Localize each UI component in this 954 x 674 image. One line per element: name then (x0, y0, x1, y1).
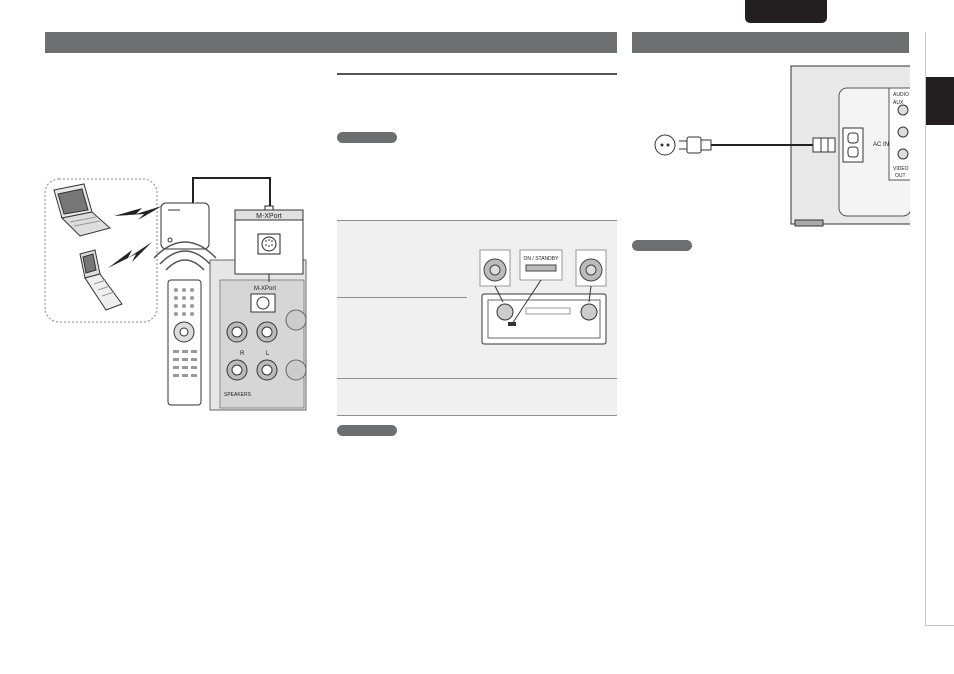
power-plug-icon (679, 136, 712, 154)
wireless-signal-icon (108, 242, 152, 268)
chapter-tab-2-active[interactable] (926, 77, 954, 126)
chapter-tab-8[interactable] (926, 377, 954, 426)
front-panel-illustration: ON / STANDBY (479, 249, 607, 345)
svg-text:VIDEO: VIDEO (893, 166, 909, 172)
note-pill-1 (337, 132, 397, 143)
remote-signal-icon (153, 241, 217, 271)
chapter-tab-6[interactable] (926, 287, 954, 333)
language-tab[interactable] (745, 0, 827, 23)
section-header-left (45, 32, 617, 53)
standby-button-icon (525, 264, 557, 272)
section-header-right (632, 32, 909, 53)
chapter-tab-9[interactable] (926, 425, 954, 474)
chapter-tabs (925, 32, 954, 626)
mxport-connection-illustration: M-XPort M-XPort R L SPEAKERS (44, 177, 307, 411)
chapter-tab-10[interactable] (926, 473, 954, 534)
flip-phone-icon (79, 249, 123, 311)
svg-text:AUDIO: AUDIO (893, 92, 909, 98)
remote-control-icon (167, 279, 202, 406)
mxport-panel-label: M-XPort (254, 286, 276, 292)
laptop-icon (53, 183, 112, 237)
step-row-3 (337, 378, 617, 379)
wireless-signal-icon (114, 206, 162, 220)
chapter-tab-1[interactable] (926, 32, 954, 78)
note-pill-2 (337, 425, 397, 436)
chapter-tab-11[interactable] (926, 533, 954, 587)
cord-connector-icon (812, 137, 836, 153)
chapter-tab-5[interactable] (926, 232, 954, 288)
mxport-label: M-XPort (256, 213, 282, 220)
svg-text:OUT: OUT (895, 173, 906, 179)
wireless-dock-icon (160, 202, 210, 250)
mxport-cable (192, 177, 271, 206)
section-rule (337, 73, 617, 75)
svg-text:L: L (266, 351, 270, 357)
chapter-tab-4[interactable] (926, 177, 954, 233)
power-cord-illustration: AC IN AUDIO AUX VIDEO OUT (654, 65, 910, 227)
chapter-tab-12[interactable] (926, 586, 954, 626)
svg-text:AUX: AUX (893, 100, 904, 106)
ac-in-label: AC IN (873, 142, 889, 148)
speaker-terminals (226, 321, 278, 381)
device-group-frame (44, 178, 158, 323)
svg-text:R: R (240, 351, 245, 357)
note-pill-3 (632, 240, 692, 251)
step-row-end (337, 415, 617, 416)
step-row-1 (337, 220, 617, 221)
step-row-2 (337, 297, 467, 298)
svg-text:ON / STANDBY: ON / STANDBY (524, 256, 560, 262)
chapter-tab-7[interactable] (926, 332, 954, 378)
wall-outlet-icon (654, 134, 676, 156)
svg-text:SPEAKERS: SPEAKERS (224, 392, 252, 398)
chapter-tab-3[interactable] (926, 125, 954, 178)
